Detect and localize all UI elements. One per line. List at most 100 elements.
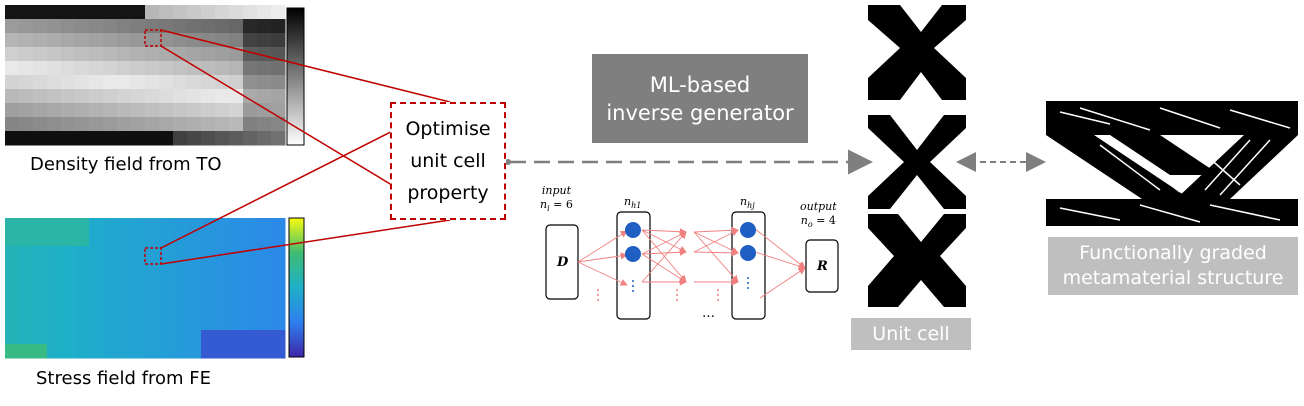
density-cell — [5, 89, 20, 104]
stress-cell — [131, 344, 146, 359]
stress-cell — [257, 330, 272, 345]
stress-cell — [47, 232, 62, 247]
density-cell — [215, 103, 230, 118]
generator-line-1: ML-based — [649, 72, 751, 97]
density-cell — [5, 103, 20, 118]
ml-generator-box: ML-based inverse generator — [592, 54, 808, 143]
density-cell — [201, 75, 216, 90]
stress-cell — [75, 274, 90, 289]
density-cell — [229, 61, 244, 76]
stress-cell — [173, 330, 188, 345]
stress-cell — [201, 260, 216, 275]
hidden-layer-j-box — [731, 211, 766, 320]
stress-cell — [215, 316, 230, 331]
density-cell — [201, 19, 216, 34]
stress-cell — [103, 260, 118, 275]
stress-cell — [229, 302, 244, 317]
stress-cell — [47, 330, 62, 345]
density-cell — [103, 75, 118, 90]
stress-cell — [243, 274, 258, 289]
stress-cell — [19, 288, 34, 303]
stress-cell — [201, 232, 216, 247]
stress-cell — [215, 260, 230, 275]
stress-cell — [47, 316, 62, 331]
density-cell — [117, 75, 132, 90]
stress-cell — [229, 344, 244, 359]
density-cell — [47, 103, 62, 118]
stress-cell — [145, 344, 160, 359]
density-cell — [61, 5, 76, 20]
density-cell — [103, 5, 118, 20]
density-cell — [257, 61, 272, 76]
density-cell — [271, 61, 286, 76]
stress-cell — [89, 330, 104, 345]
density-cell — [187, 5, 202, 20]
density-cell — [243, 19, 258, 34]
density-cell — [145, 61, 160, 76]
stress-cell — [173, 218, 188, 233]
stress-cell — [103, 246, 118, 261]
stress-cell — [229, 232, 244, 247]
stress-cell — [75, 330, 90, 345]
stress-cell — [159, 330, 174, 345]
density-cell — [173, 19, 188, 34]
density-cell — [257, 19, 272, 34]
density-cell — [33, 131, 48, 146]
stress-cell — [257, 302, 272, 317]
hidden1-node-1 — [625, 222, 641, 238]
density-cell — [19, 33, 34, 48]
network-dots — [597, 289, 719, 301]
stress-cell — [159, 274, 174, 289]
density-cell — [103, 89, 118, 104]
stress-cell — [215, 288, 230, 303]
stress-cell — [173, 260, 188, 275]
stress-cell — [187, 246, 202, 261]
density-cell — [19, 75, 34, 90]
stress-cell — [257, 344, 272, 359]
density-cell — [159, 103, 174, 118]
stress-cell — [271, 330, 286, 345]
density-cell — [117, 131, 132, 146]
density-cell — [61, 19, 76, 34]
stress-cell — [75, 246, 90, 261]
density-cell — [117, 61, 132, 76]
stress-cell — [271, 218, 286, 233]
stress-colorbar — [288, 217, 305, 358]
density-cell — [5, 33, 20, 48]
density-cell — [61, 33, 76, 48]
stress-cell — [145, 316, 160, 331]
density-cell — [47, 131, 62, 146]
stress-cell — [19, 274, 34, 289]
stress-cell — [5, 302, 20, 317]
stress-cell — [215, 302, 230, 317]
density-cell — [187, 117, 202, 132]
density-cell — [75, 19, 90, 34]
stress-cells — [5, 218, 286, 359]
density-cell — [117, 89, 132, 104]
density-cell — [117, 19, 132, 34]
density-cell — [271, 33, 286, 48]
density-cell — [89, 61, 104, 76]
density-cell — [61, 117, 76, 132]
stress-cell — [75, 218, 90, 233]
hidden-layer-1-box — [616, 211, 651, 320]
stress-cell — [215, 218, 230, 233]
density-cell — [257, 131, 272, 146]
stress-cell — [47, 260, 62, 275]
stress-cell — [117, 246, 132, 261]
stress-cell — [229, 218, 244, 233]
density-cell — [5, 131, 20, 146]
stress-cell — [131, 232, 146, 247]
density-cell — [187, 19, 202, 34]
stress-cell — [33, 316, 48, 331]
stress-field-caption: Stress field from FE — [36, 368, 211, 389]
density-cell — [19, 103, 34, 118]
density-cell — [61, 103, 76, 118]
density-cell — [173, 5, 188, 20]
density-cell — [257, 47, 272, 62]
stress-cell — [117, 218, 132, 233]
stress-cell — [19, 232, 34, 247]
density-cell — [19, 117, 34, 132]
stress-cell — [257, 260, 272, 275]
density-cell — [103, 47, 118, 62]
